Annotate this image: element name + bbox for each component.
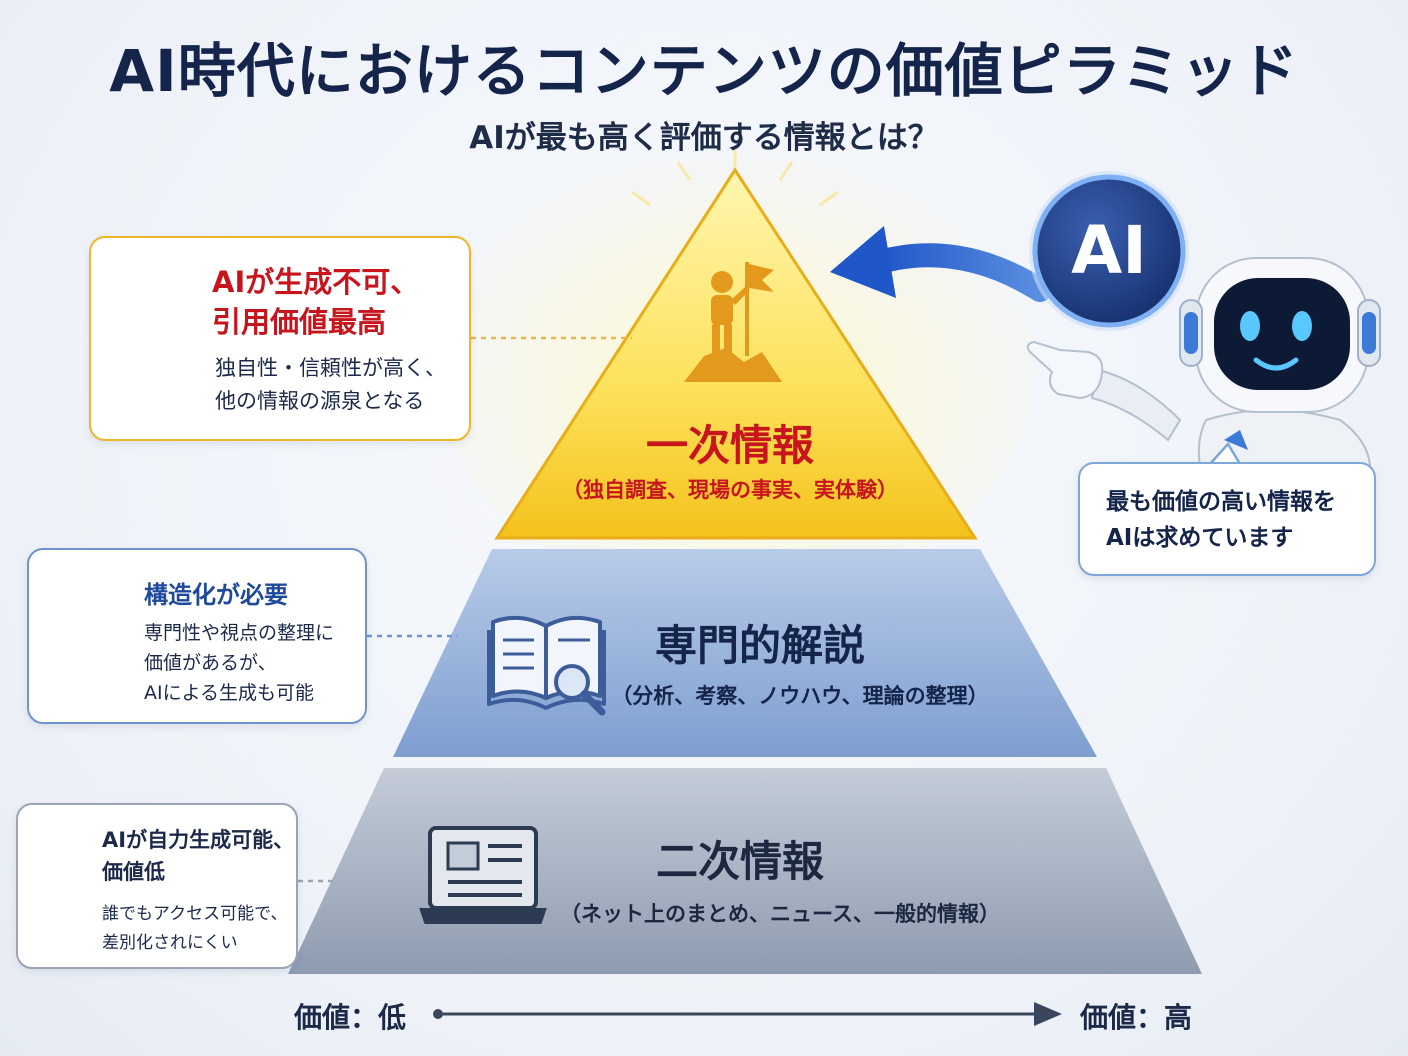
card-top-heading: AIが生成不可、 引用価値最高 (212, 262, 419, 342)
laptop-article-icon (419, 826, 547, 924)
card-middle-body-line3: AIによる生成も可能 (144, 682, 315, 704)
speech-bubble-line1: 最も価値の高い情報を (1106, 489, 1336, 515)
card-top-heading-line1: AIが生成不可、 (212, 265, 420, 299)
card-middle-heading: 構造化が必要 (144, 581, 288, 609)
glow-rays (631, 150, 839, 207)
card-expert-commentary (27, 548, 367, 724)
value-axis-arrow (433, 1002, 1062, 1026)
speech-bubble-line2: AIは求めています (1106, 525, 1294, 551)
tier-top-subtitle: （独自調査、現場の事実、実体験） (562, 478, 898, 502)
curved-arrow (830, 226, 1052, 302)
page-subtitle: AIが最も高く評価する情報とは？ (469, 120, 939, 156)
flag-on-summit-icon (684, 262, 782, 382)
card-bottom-heading-line2: 価値低 (102, 860, 165, 884)
axis-low-label: 価値：低 (294, 1001, 407, 1034)
card-top-body: 独自性・信頼性が高く、 他の情報の源泉となる (215, 352, 446, 418)
ai-badge (1029, 171, 1189, 331)
card-middle-body-line1: 専門性や視点の整理に (144, 622, 335, 644)
card-top-body-line1: 独自性・信頼性が高く、 (215, 356, 446, 380)
tier-middle-subtitle: （分析、考察、ノウハウ、理論の整理） (611, 684, 989, 708)
card-secondary-info (16, 803, 298, 969)
card-primary-info (89, 236, 471, 441)
card-middle-body-line2: 価値があるが、 (144, 652, 277, 674)
pyramid-tier-middle (393, 549, 1097, 757)
ai-badge-label: AI (1071, 212, 1147, 289)
pyramid-tier-top (494, 167, 978, 540)
axis-high-label: 価値：高 (1080, 1001, 1193, 1034)
robot-illustration (1026, 257, 1381, 467)
card-bottom-heading: AIが自力生成可能、 価値低 (102, 824, 294, 888)
card-bottom-body: 誰でもアクセス可能で、 差別化されにくい (102, 900, 287, 958)
card-middle-body: 専門性や視点の整理に 価値があるが、 AIによる生成も可能 (144, 618, 334, 708)
tier-bottom-subtitle: （ネット上のまとめ、ニュース、一般的情報） (560, 902, 1000, 926)
tier-middle-title: 専門的解説 (654, 621, 865, 670)
card-top-body-line2: 他の情報の源泉となる (215, 389, 425, 413)
card-top-heading-line2: 引用価値最高 (212, 305, 387, 339)
tier-bottom-title: 二次情報 (655, 837, 824, 886)
speech-bubble (1078, 462, 1376, 576)
card-bottom-heading-line1: AIが自力生成可能、 (102, 828, 295, 852)
page-title: AI時代におけるコンテンツの価値ピラミッド (109, 37, 1299, 105)
tier-top-title: 一次情報 (645, 421, 814, 470)
card-bottom-body-line1: 誰でもアクセス可能で、 (102, 904, 288, 924)
card-bottom-body-line2: 差別化されにくい (102, 933, 238, 953)
book-magnifier-icon (487, 615, 606, 716)
speech-bubble-text: 最も価値の高い情報を AIは求めています (1106, 484, 1336, 556)
